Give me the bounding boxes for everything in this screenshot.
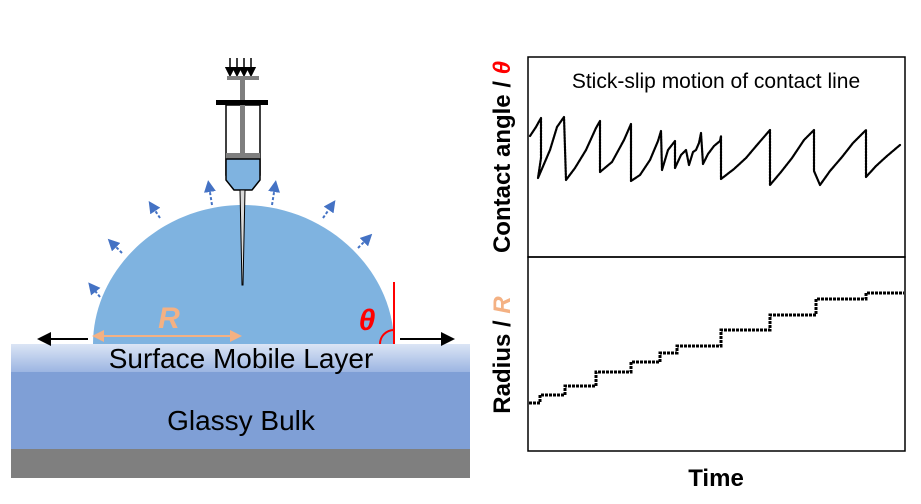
evaporation-arrows <box>88 180 373 298</box>
radius-ylabel-symbol: R <box>489 296 516 314</box>
surface-layer-label: Surface Mobile Layer <box>109 343 374 374</box>
contact-angle-ylabel-text: Contact angle / <box>489 74 516 253</box>
radius-ylabel-text: Radius / <box>489 314 516 414</box>
radius-trace <box>529 291 904 405</box>
top-panel-annotation: Stick-slip motion of contact line <box>572 70 860 93</box>
droplet-schematic: R θ Surface Mobile Layer Glassy Bulk <box>11 58 470 478</box>
bulk-layer <box>11 365 470 449</box>
radius-symbol: R <box>158 302 180 335</box>
contact-angle-trace <box>528 115 902 187</box>
syringe-push-arrows <box>224 58 257 78</box>
contact-angle-marker <box>379 282 395 345</box>
angle-symbol: θ <box>359 304 376 337</box>
contact-angle-ylabel-symbol: θ <box>489 61 516 74</box>
contact-angle-ylabel: Contact angle / θ <box>489 61 516 253</box>
substrate-base <box>11 449 470 478</box>
time-xlabel: Time <box>688 465 744 492</box>
surface-mobile-layer <box>11 344 470 372</box>
radius-ylabel: Radius / R <box>489 296 516 414</box>
stick-slip-chart: Stick-slip motion of contact line Contac… <box>489 56 906 492</box>
bottom-panel-frame <box>527 256 906 452</box>
syringe <box>216 58 268 286</box>
bulk-label: Glassy Bulk <box>167 405 316 436</box>
